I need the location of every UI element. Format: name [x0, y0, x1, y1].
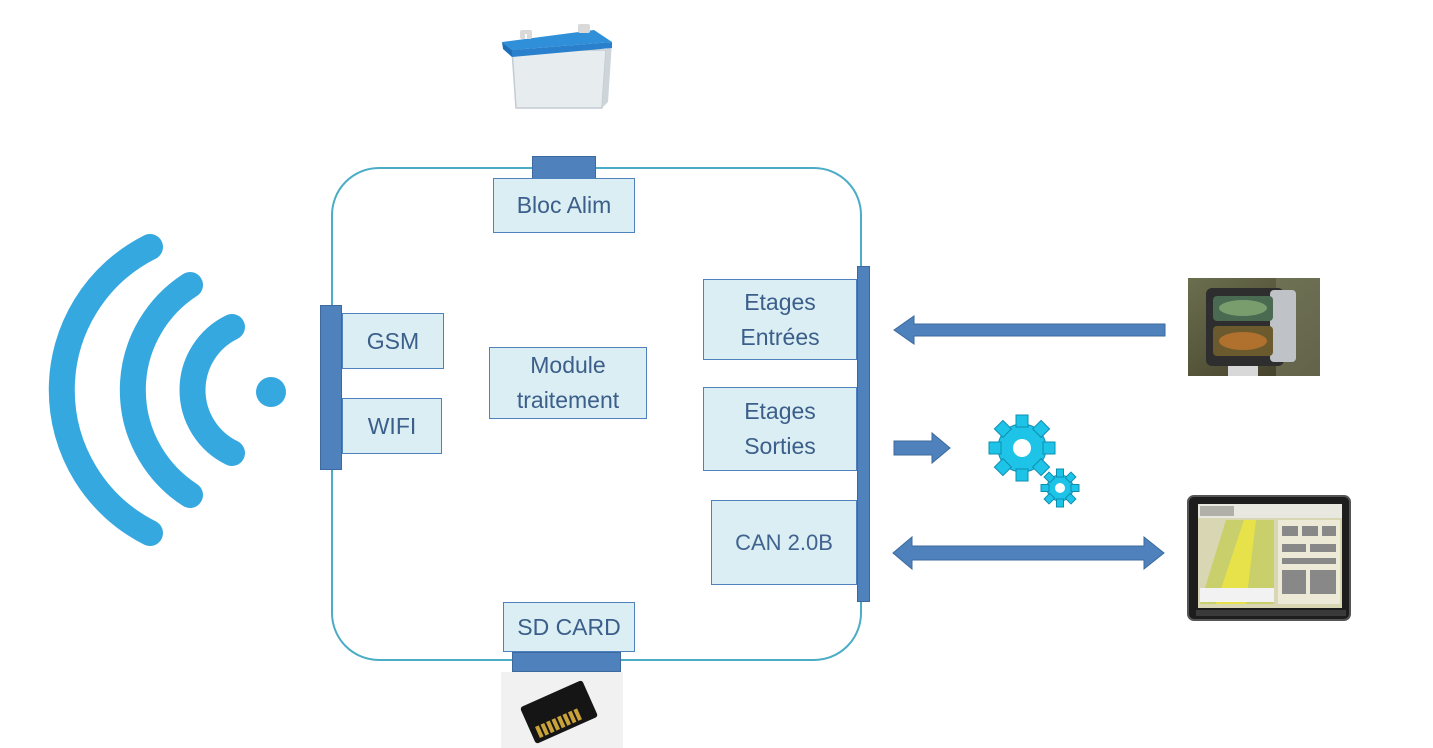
can-module: CAN 2.0B: [711, 500, 857, 585]
wireless-signal-icon: [48, 234, 286, 546]
gears-icon: [988, 414, 1080, 508]
wifi-module: WIFI: [342, 398, 442, 454]
processing-module-label-line1: Module: [530, 352, 606, 378]
wifi-module-label: WIFI: [367, 412, 417, 439]
sd-card-module: SD CARD: [503, 602, 635, 652]
processing-module-label-line2: traitement: [516, 387, 620, 413]
sd-card-icon: [501, 672, 623, 748]
sd-card-module-label: SD CARD: [517, 613, 621, 640]
power-module: Bloc Alim: [493, 178, 635, 233]
display-terminal-icon: [1187, 495, 1351, 621]
sensor-camera-icon: [1188, 278, 1320, 376]
processing-module: Module traitement: [489, 347, 647, 419]
gsm-module: GSM: [342, 313, 444, 369]
outputs-module-label-line1: Etages: [744, 398, 816, 424]
inputs-module: Etages Entrées: [703, 279, 857, 360]
input-arrow: [893, 315, 1166, 345]
sd-connector: [512, 652, 621, 672]
io-connector: [857, 266, 870, 602]
inputs-module-label-line2: Entrées: [740, 323, 820, 350]
can-bus-arrow: [892, 535, 1165, 571]
gsm-module-label: GSM: [366, 327, 420, 354]
power-connector: [532, 156, 596, 180]
power-module-label: Bloc Alim: [516, 192, 612, 218]
outputs-module: Etages Sorties: [703, 387, 857, 471]
radio-connector: [320, 305, 342, 470]
outputs-module-label-line2: Sorties: [744, 433, 816, 459]
inputs-module-label-line1: Etages: [744, 288, 816, 315]
battery-icon: [502, 24, 612, 109]
can-module-label: CAN 2.0B: [735, 530, 833, 555]
output-arrow: [893, 431, 951, 465]
